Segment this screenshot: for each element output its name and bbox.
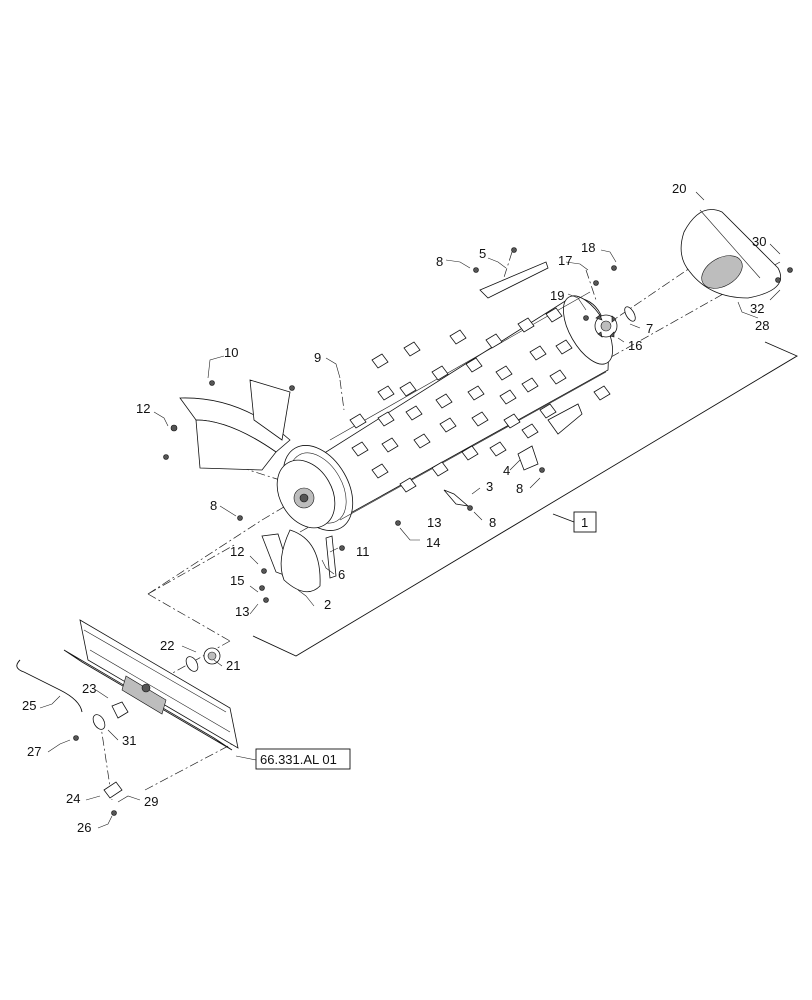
end-cover (680, 209, 793, 299)
callout-12-bottom: 12 (230, 544, 244, 559)
callout-16: 16 (628, 338, 642, 353)
callout-14: 14 (426, 535, 440, 550)
callout-3: 3 (486, 479, 493, 494)
callout-8-center: 8 (489, 515, 496, 530)
callout-7: 7 (646, 321, 653, 336)
callout-27: 27 (27, 744, 41, 759)
callout-21: 21 (226, 658, 240, 673)
callout-6: 6 (338, 567, 345, 582)
callout-31: 31 (122, 733, 136, 748)
callout-8-right: 8 (516, 481, 523, 496)
section-reference[interactable]: 66.331.AL 01 (235, 748, 351, 770)
callout-11: 11 (356, 544, 370, 559)
callout-12-top: 12 (136, 401, 150, 416)
callout-22: 22 (160, 638, 174, 653)
left-shield (163, 379, 295, 471)
callout-24: 24 (66, 791, 80, 806)
top-flat-part (473, 247, 549, 299)
leader-lines (39, 191, 781, 829)
callout-labels: 1 2 3 4 5 6 7 8 8 8 8 8 9 10 11 12 12 13… (22, 181, 769, 835)
front-plates (237, 403, 583, 603)
lower-frame (16, 619, 239, 816)
callout-8-top: 8 (436, 254, 443, 269)
assembly-number-box: 1 (573, 511, 597, 533)
callout-32: 32 (750, 301, 764, 316)
callout-8-left: 8 (210, 498, 217, 513)
callout-4: 4 (503, 463, 510, 478)
callout-30: 30 (752, 234, 766, 249)
callout-25: 25 (22, 698, 36, 713)
callout-17: 17 (558, 253, 572, 268)
rotor-tines (349, 307, 611, 493)
right-end-parts (583, 265, 636, 338)
callout-26: 26 (77, 820, 91, 835)
callout-23: 23 (82, 681, 96, 696)
callout-2: 2 (324, 597, 331, 612)
callout-29: 29 (144, 794, 158, 809)
assembly-bracket (252, 341, 798, 657)
callout-13-right: 13 (427, 515, 441, 530)
callout-19: 19 (550, 288, 564, 303)
rotor-drum (276, 291, 613, 531)
callout-28: 28 (755, 318, 769, 333)
callout-5: 5 (479, 246, 486, 261)
callout-9: 9 (314, 350, 321, 365)
section-reference-label: 66.331.AL 01 (260, 752, 337, 767)
callout-20: 20 (672, 181, 686, 196)
callout-10: 10 (224, 345, 238, 360)
callout-15: 15 (230, 573, 244, 588)
assembly-number-label: 1 (581, 515, 588, 530)
callout-18: 18 (581, 240, 595, 255)
callout-13-left: 13 (235, 604, 249, 619)
